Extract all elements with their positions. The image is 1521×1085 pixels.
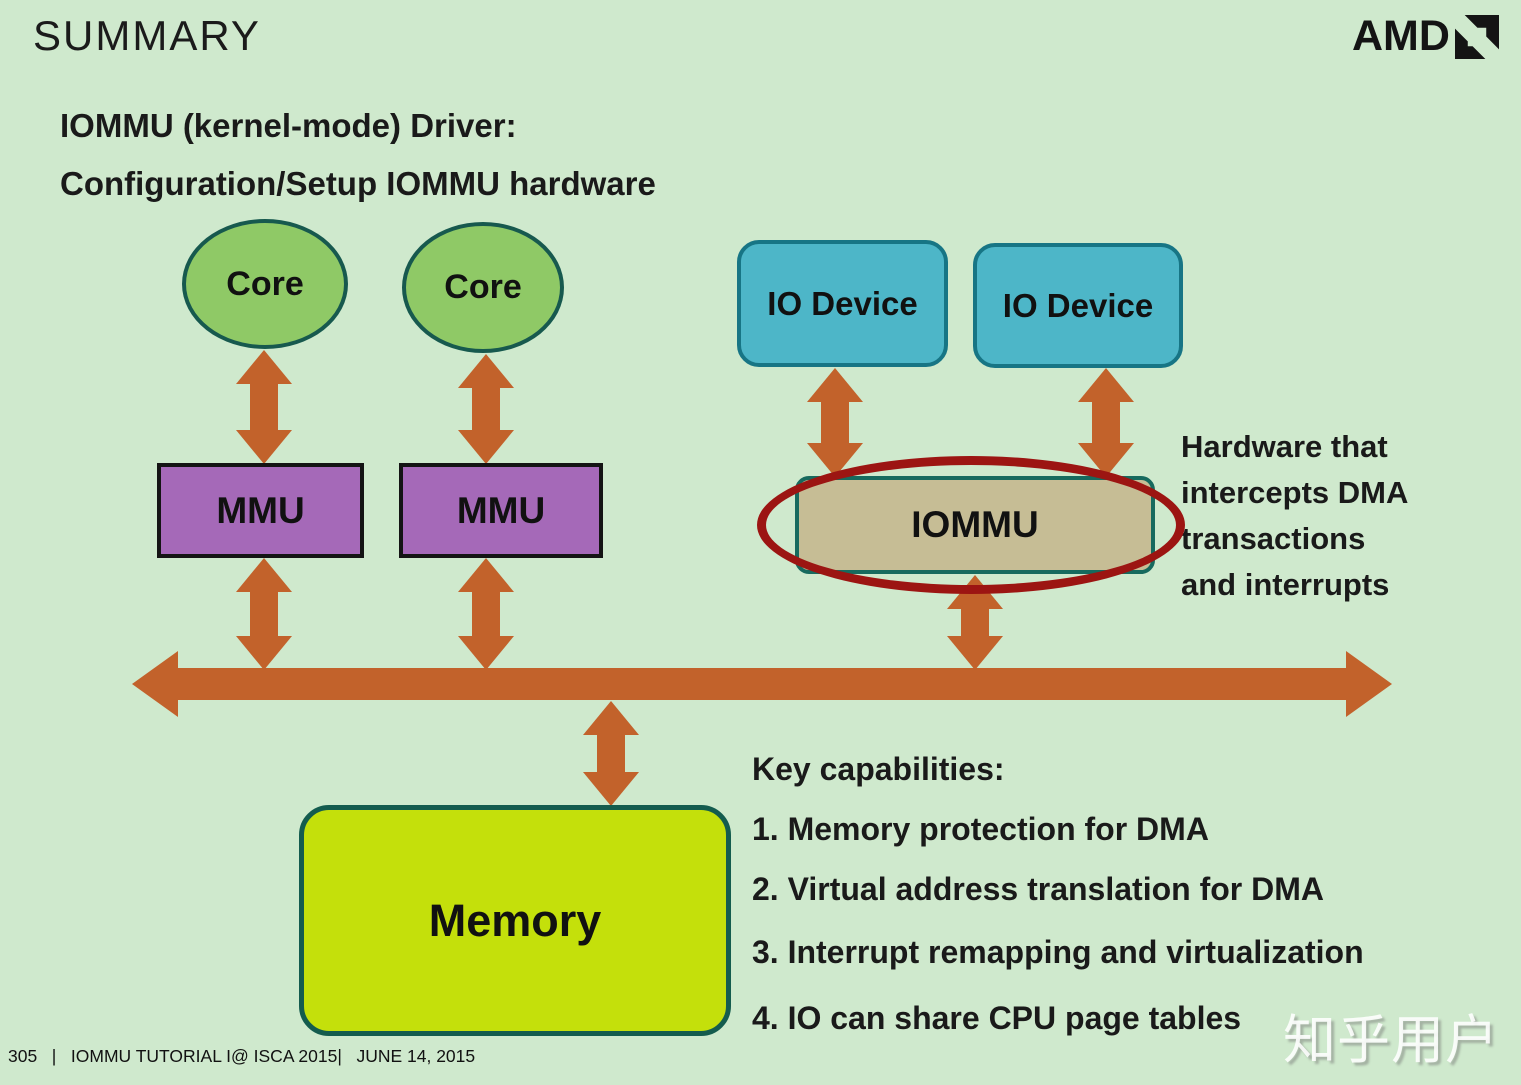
node-core-1: Core	[182, 219, 348, 349]
node-mmu-1-label: MMU	[216, 489, 305, 531]
node-mmu-2: MMU	[399, 463, 603, 558]
slide-title: SUMMARY	[33, 12, 261, 59]
node-memory-label: Memory	[428, 894, 602, 946]
capability-item-1: 1. Memory protection for DMA	[752, 811, 1209, 847]
node-io-device-1-label: IO Device	[767, 284, 918, 322]
node-core-2-label: Core	[444, 268, 522, 306]
node-memory: Memory	[299, 805, 731, 1036]
slide-footer: 305 | IOMMU TUTORIAL I@ ISCA 2015| JUNE …	[8, 1046, 476, 1066]
node-mmu-1: MMU	[157, 463, 364, 558]
heading-line-2: Configuration/Setup IOMMU hardware	[60, 165, 656, 202]
node-mmu-2-label: MMU	[456, 489, 546, 531]
annotation-line: intercepts DMA	[1181, 475, 1409, 510]
bus-right-arrowhead-icon	[1346, 651, 1392, 717]
capability-item-2: 2. Virtual address translation for DMA	[752, 871, 1324, 907]
bus-shaft	[178, 668, 1346, 700]
amd-wordmark: AMD	[1352, 12, 1450, 60]
iommu-highlight-ellipse	[757, 456, 1185, 594]
arrow-iodevice1-iommu	[807, 368, 863, 477]
node-core-2: Core	[402, 222, 564, 353]
arrow-iodevice2-iommu	[1078, 368, 1134, 477]
arrow-mmu2-bus	[458, 558, 514, 670]
node-core-1-label: Core	[226, 264, 304, 303]
node-io-device-1: IO Device	[737, 240, 948, 367]
amd-arrow-icon	[1454, 14, 1500, 59]
heading-line-1: IOMMU (kernel-mode) Driver:	[60, 107, 517, 144]
amd-logo: AMD	[1352, 12, 1500, 61]
arrow-mmu1-bus	[236, 558, 292, 670]
annotation-line: transactions	[1181, 521, 1366, 556]
arrow-bus-memory	[583, 701, 639, 806]
capabilities-heading: Key capabilities:	[752, 751, 1005, 787]
annotation-line: Hardware that	[1181, 429, 1388, 464]
annotation-line: and interrupts	[1181, 567, 1390, 602]
iommu-annotation: Hardware that intercepts DMA transaction…	[1181, 424, 1511, 608]
arrow-core2-mmu2	[458, 354, 514, 464]
node-io-device-2-label: IO Device	[1002, 286, 1154, 324]
zhihu-user-watermark: 知乎用户	[1283, 1011, 1499, 1070]
capability-item-4: 4. IO can share CPU page tables	[752, 1000, 1242, 1036]
arrow-core1-mmu1	[236, 350, 292, 464]
key-capabilities-list: Key capabilities: 1. Memory protection f…	[752, 750, 1364, 1059]
bus-left-arrowhead-icon	[132, 651, 178, 717]
system-bus-arrow	[132, 651, 1392, 717]
capability-item-3: 3. Interrupt remapping and virtualizatio…	[752, 934, 1364, 970]
node-io-device-2: IO Device	[973, 243, 1183, 368]
